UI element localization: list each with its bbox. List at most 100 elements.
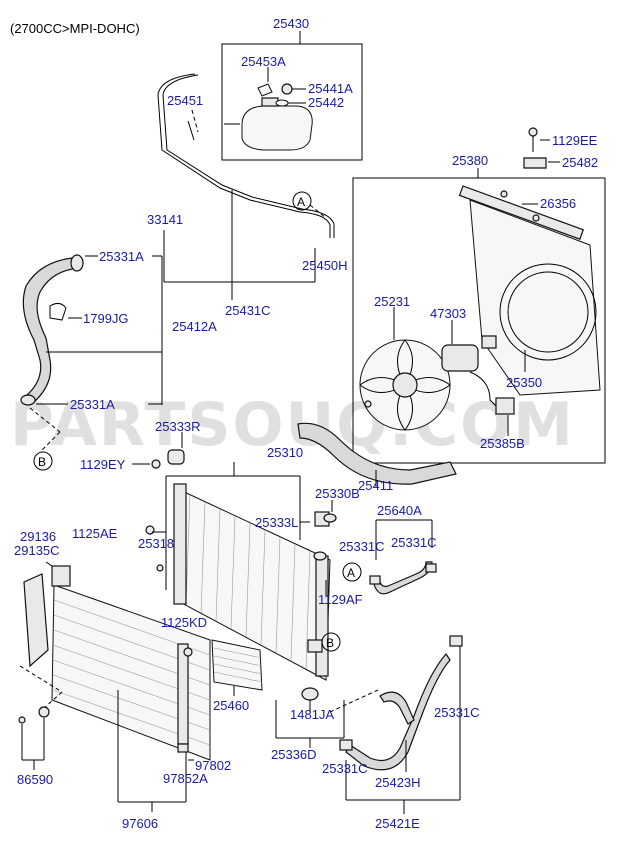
label-25411[interactable]: 25411 — [358, 478, 393, 493]
fan-shroud[interactable] — [469, 199, 601, 396]
bolt-1125kd[interactable] — [183, 647, 193, 657]
condenser-receiver[interactable] — [177, 643, 189, 745]
atf-clamp-d[interactable] — [339, 739, 353, 751]
shroud-bolt[interactable] — [500, 190, 508, 198]
radiator-mount-top — [132, 432, 185, 469]
overflow-hose[interactable] — [157, 73, 331, 238]
atf-hose-upper[interactable] — [373, 561, 433, 595]
air-guard-left[interactable] — [23, 573, 49, 668]
label-47303[interactable]: 47303 — [430, 306, 466, 321]
label-25331A-top[interactable]: 25331A — [99, 249, 144, 264]
label-1125AE[interactable]: 1125AE — [72, 526, 118, 541]
label-25331A-bottom[interactable]: 25331A — [70, 397, 115, 412]
label-1125KD[interactable]: 1125KD — [161, 615, 207, 630]
fan-resistor[interactable] — [495, 397, 515, 415]
clip-86590-a[interactable] — [38, 706, 50, 718]
lower-radiator-hose[interactable] — [297, 422, 457, 485]
atf-hose-upper-group — [369, 519, 437, 595]
radiator-cap-small[interactable] — [313, 551, 327, 561]
callout-a-mid-letter: A — [347, 566, 355, 580]
watermark: PARTSOUQ.COM — [10, 390, 575, 460]
reservoir-seal — [275, 99, 289, 107]
atf-hose-branch — [379, 691, 415, 725]
label-25331C-bottom[interactable]: 25331C — [322, 761, 368, 776]
mount-insulator-upper[interactable] — [167, 449, 185, 465]
radiator-tank-left — [173, 483, 187, 605]
mount-insulator-lower[interactable] — [307, 639, 323, 653]
label-1481JA[interactable]: 1481JA — [290, 707, 334, 722]
label-25450H[interactable]: 25450H — [302, 258, 348, 273]
label-97606[interactable]: 97606 — [122, 816, 158, 831]
atf-clamp-b[interactable] — [425, 563, 437, 573]
condenser-dryer-cap[interactable] — [177, 743, 189, 753]
label-1129EE[interactable]: 1129EE — [552, 133, 598, 148]
label-25451[interactable]: 25451 — [167, 93, 203, 108]
label-97852A[interactable]: 97852A — [163, 771, 208, 786]
label-86590[interactable]: 86590 — [17, 772, 53, 787]
callout-b-mid: B — [321, 632, 341, 652]
label-25640A[interactable]: 25640A — [377, 503, 422, 518]
label-25318[interactable]: 25318 — [138, 536, 174, 551]
label-25331C-right[interactable]: 25331C — [434, 705, 480, 720]
label-29135C[interactable]: 29135C — [14, 543, 60, 558]
radiator-cap-25330b[interactable] — [323, 513, 337, 523]
label-26356[interactable]: 26356 — [540, 196, 576, 211]
hose-clamp-bottom[interactable] — [20, 394, 36, 406]
label-25423H[interactable]: 25423H — [375, 775, 421, 790]
label-25412A[interactable]: 25412A — [172, 319, 217, 334]
atf-hose-lower[interactable] — [345, 653, 451, 771]
upper-radiator-hose[interactable] — [22, 257, 82, 403]
radiator-bracket-25318[interactable] — [156, 564, 164, 572]
label-25421E[interactable]: 25421E — [375, 816, 420, 831]
callout-a-upper: A — [292, 191, 312, 211]
label-25460[interactable]: 25460 — [213, 698, 249, 713]
bracket-25482[interactable] — [523, 157, 547, 169]
label-25336D[interactable]: 25336D — [271, 747, 317, 762]
label-25441A[interactable]: 25441A — [308, 81, 353, 96]
label-1799JG[interactable]: 1799JG — [83, 311, 129, 326]
label-1129AF[interactable]: 1129AF — [318, 592, 363, 607]
motor-connector[interactable] — [481, 335, 497, 349]
reservoir-tank[interactable] — [241, 105, 313, 151]
lower-hose-group — [297, 422, 457, 488]
oil-cooler-group — [211, 639, 263, 696]
bolt-1129ee-head[interactable] — [528, 127, 538, 137]
clip-86590-b[interactable] — [18, 716, 26, 724]
bolt-1125ae[interactable] — [145, 525, 155, 535]
label-25380[interactable]: 25380 — [452, 153, 488, 168]
callout-b-letter: B — [38, 455, 46, 469]
label-25331C-b[interactable]: 25331C — [391, 535, 437, 550]
atf-clamp-c[interactable] — [449, 635, 463, 647]
callout-b-mid-letter: B — [326, 636, 334, 650]
label-33141[interactable]: 33141 — [147, 212, 183, 227]
label-29136[interactable]: 29136 — [20, 529, 56, 544]
atf-hose-lower-group — [339, 635, 463, 814]
condenser-group — [51, 584, 211, 812]
atf-clamp-a[interactable] — [369, 575, 381, 585]
label-25385B[interactable]: 25385B — [480, 436, 525, 451]
label-25453A[interactable]: 25453A — [241, 54, 286, 69]
lower-insulator-25336d[interactable] — [301, 687, 319, 701]
label-25442[interactable]: 25442 — [308, 95, 344, 110]
label-1129EY[interactable]: 1129EY — [80, 457, 126, 472]
label-25430[interactable]: 25430 — [273, 16, 309, 31]
label-25310[interactable]: 25310 — [267, 445, 303, 460]
label-25333L[interactable]: 25333L — [255, 515, 298, 530]
reservoir-cap[interactable] — [281, 83, 293, 95]
oil-cooler-25460[interactable] — [211, 639, 263, 691]
label-25330B[interactable]: 25330B — [315, 486, 360, 501]
label-25431C[interactable]: 25431C — [225, 303, 271, 318]
fan-motor[interactable] — [441, 344, 479, 372]
label-25231[interactable]: 25231 — [374, 294, 410, 309]
fan-screw[interactable] — [364, 400, 372, 408]
shroud-ring — [499, 263, 597, 361]
label-25482[interactable]: 25482 — [562, 155, 598, 170]
bolt-1129ey[interactable] — [151, 459, 161, 469]
hose-clamp-top[interactable] — [70, 254, 84, 272]
label-25331C-a[interactable]: 25331C — [339, 539, 385, 554]
label-25350[interactable]: 25350 — [506, 375, 542, 390]
air-guard-clip — [51, 565, 71, 587]
label-97802[interactable]: 97802 — [195, 758, 231, 773]
label-25333R[interactable]: 25333R — [155, 419, 201, 434]
